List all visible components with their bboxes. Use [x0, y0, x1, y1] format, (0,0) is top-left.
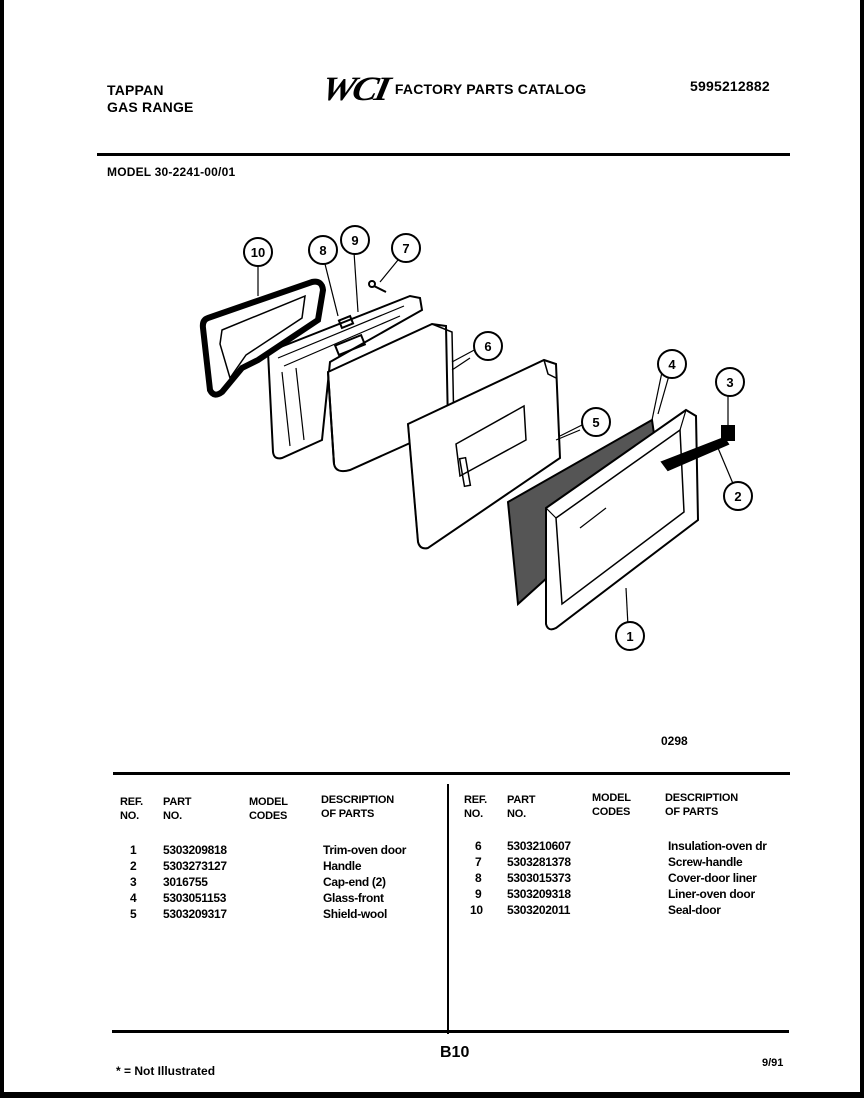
document-number: 5995212882: [690, 78, 770, 94]
part-screw-handle: [368, 280, 387, 293]
part-liner-oven-door: [266, 294, 424, 460]
table-cell-part: 5303015373: [507, 871, 571, 885]
header-ref-no: REF. NO.: [120, 796, 144, 822]
table-cell-part: 5303202011: [507, 903, 571, 917]
part-shield: [406, 358, 581, 550]
header-rule: [97, 153, 790, 156]
table-cell-desc: Cover-door liner: [668, 871, 757, 885]
table-cell-ref: 5: [130, 907, 137, 921]
callout-label: 6: [484, 339, 491, 354]
header-description: DESCRIPTION OF PARTS: [665, 792, 738, 818]
callout-6: 6: [473, 331, 503, 361]
table-cell-desc: Insulation-oven dr: [668, 839, 767, 853]
table-cell-ref: 1: [130, 843, 137, 857]
table-cell-ref: 3: [130, 875, 137, 889]
brand-block: TAPPAN GAS RANGE: [107, 82, 194, 116]
table-cell-desc: Seal-door: [668, 903, 721, 917]
table-bottom-rule: [112, 1030, 789, 1033]
table-cell-ref: 7: [475, 855, 482, 869]
callout-10: 10: [243, 237, 273, 267]
callout-label: 1: [626, 629, 633, 644]
table-cell-desc: Liner-oven door: [668, 887, 755, 901]
callout-label: 10: [251, 245, 265, 260]
figure-code: 0298: [661, 734, 688, 748]
header-description: DESCRIPTION OF PARTS: [321, 794, 394, 820]
table-cell-part: 5303209318: [507, 887, 571, 901]
revision-date: 9/91: [762, 1057, 784, 1069]
header-part-no: PART NO.: [507, 794, 536, 820]
header-part-no: PART NO.: [163, 796, 192, 822]
callout-1: 1: [615, 621, 645, 651]
callout-label: 8: [319, 243, 326, 258]
part-trim-oven-door: [545, 408, 700, 631]
table-cell-desc: Glass-front: [323, 891, 384, 905]
table-cell-desc: Screw-handle: [668, 855, 743, 869]
table-cell-ref: 10: [470, 903, 483, 917]
table-cell-ref: 9: [475, 887, 482, 901]
callout-label: 5: [592, 415, 599, 430]
product-type: GAS RANGE: [107, 99, 194, 115]
table-top-rule: [113, 772, 790, 775]
model-number: MODEL 30-2241-00/01: [107, 165, 236, 179]
table-cell-desc: Trim-oven door: [323, 843, 407, 857]
part-handle: [660, 436, 735, 487]
table-cell-desc: Cap-end (2): [323, 875, 386, 889]
table-cell-part: 5303051153: [163, 891, 227, 905]
catalog-title: FACTORY PARTS CATALOG: [394, 80, 587, 97]
brand-name: TAPPAN: [107, 82, 164, 98]
table-cell-ref: 4: [130, 891, 137, 905]
callout-8: 8: [308, 235, 338, 265]
callout-label: 3: [726, 375, 733, 390]
table-cell-part: 5303209317: [163, 907, 227, 921]
table-cell-desc: Shield-wool: [323, 907, 388, 921]
footnote: * = Not Illustrated: [116, 1064, 216, 1078]
header-model-codes: MODEL CODES: [249, 796, 288, 822]
callout-3: 3: [715, 367, 745, 397]
table-column-divider: [447, 784, 449, 1034]
table-cell-part: 5303209818: [163, 843, 227, 857]
table-cell-part: 5303281378: [507, 855, 571, 869]
callout-4: 4: [657, 349, 687, 379]
callout-label: 7: [402, 241, 409, 256]
callout-9: 9: [340, 225, 370, 255]
callout-label: 4: [668, 357, 676, 372]
header-model-codes: MODEL CODES: [592, 792, 631, 818]
part-cap-end: [721, 396, 735, 441]
part-seal-door: [199, 278, 327, 398]
table-cell-ref: 8: [475, 871, 482, 885]
callout-2: 2: [723, 481, 753, 511]
page-number: B10: [440, 1044, 470, 1061]
table-cell-desc: Handle: [323, 859, 362, 873]
table-cell-part: 3016755: [163, 875, 208, 889]
callout-5: 5: [581, 407, 611, 437]
table-cell-ref: 6: [475, 839, 482, 853]
table-cell-part: 5303273127: [163, 859, 227, 873]
header-ref-no: REF. NO.: [464, 794, 488, 820]
table-cell-part: 5303210607: [507, 839, 571, 853]
catalog-heading: WCI FACTORY PARTS CATALOG: [318, 70, 587, 108]
callout-7: 7: [391, 233, 421, 263]
table-cell-ref: 2: [130, 859, 137, 873]
callout-label: 2: [734, 489, 741, 504]
callout-label: 9: [351, 233, 358, 248]
